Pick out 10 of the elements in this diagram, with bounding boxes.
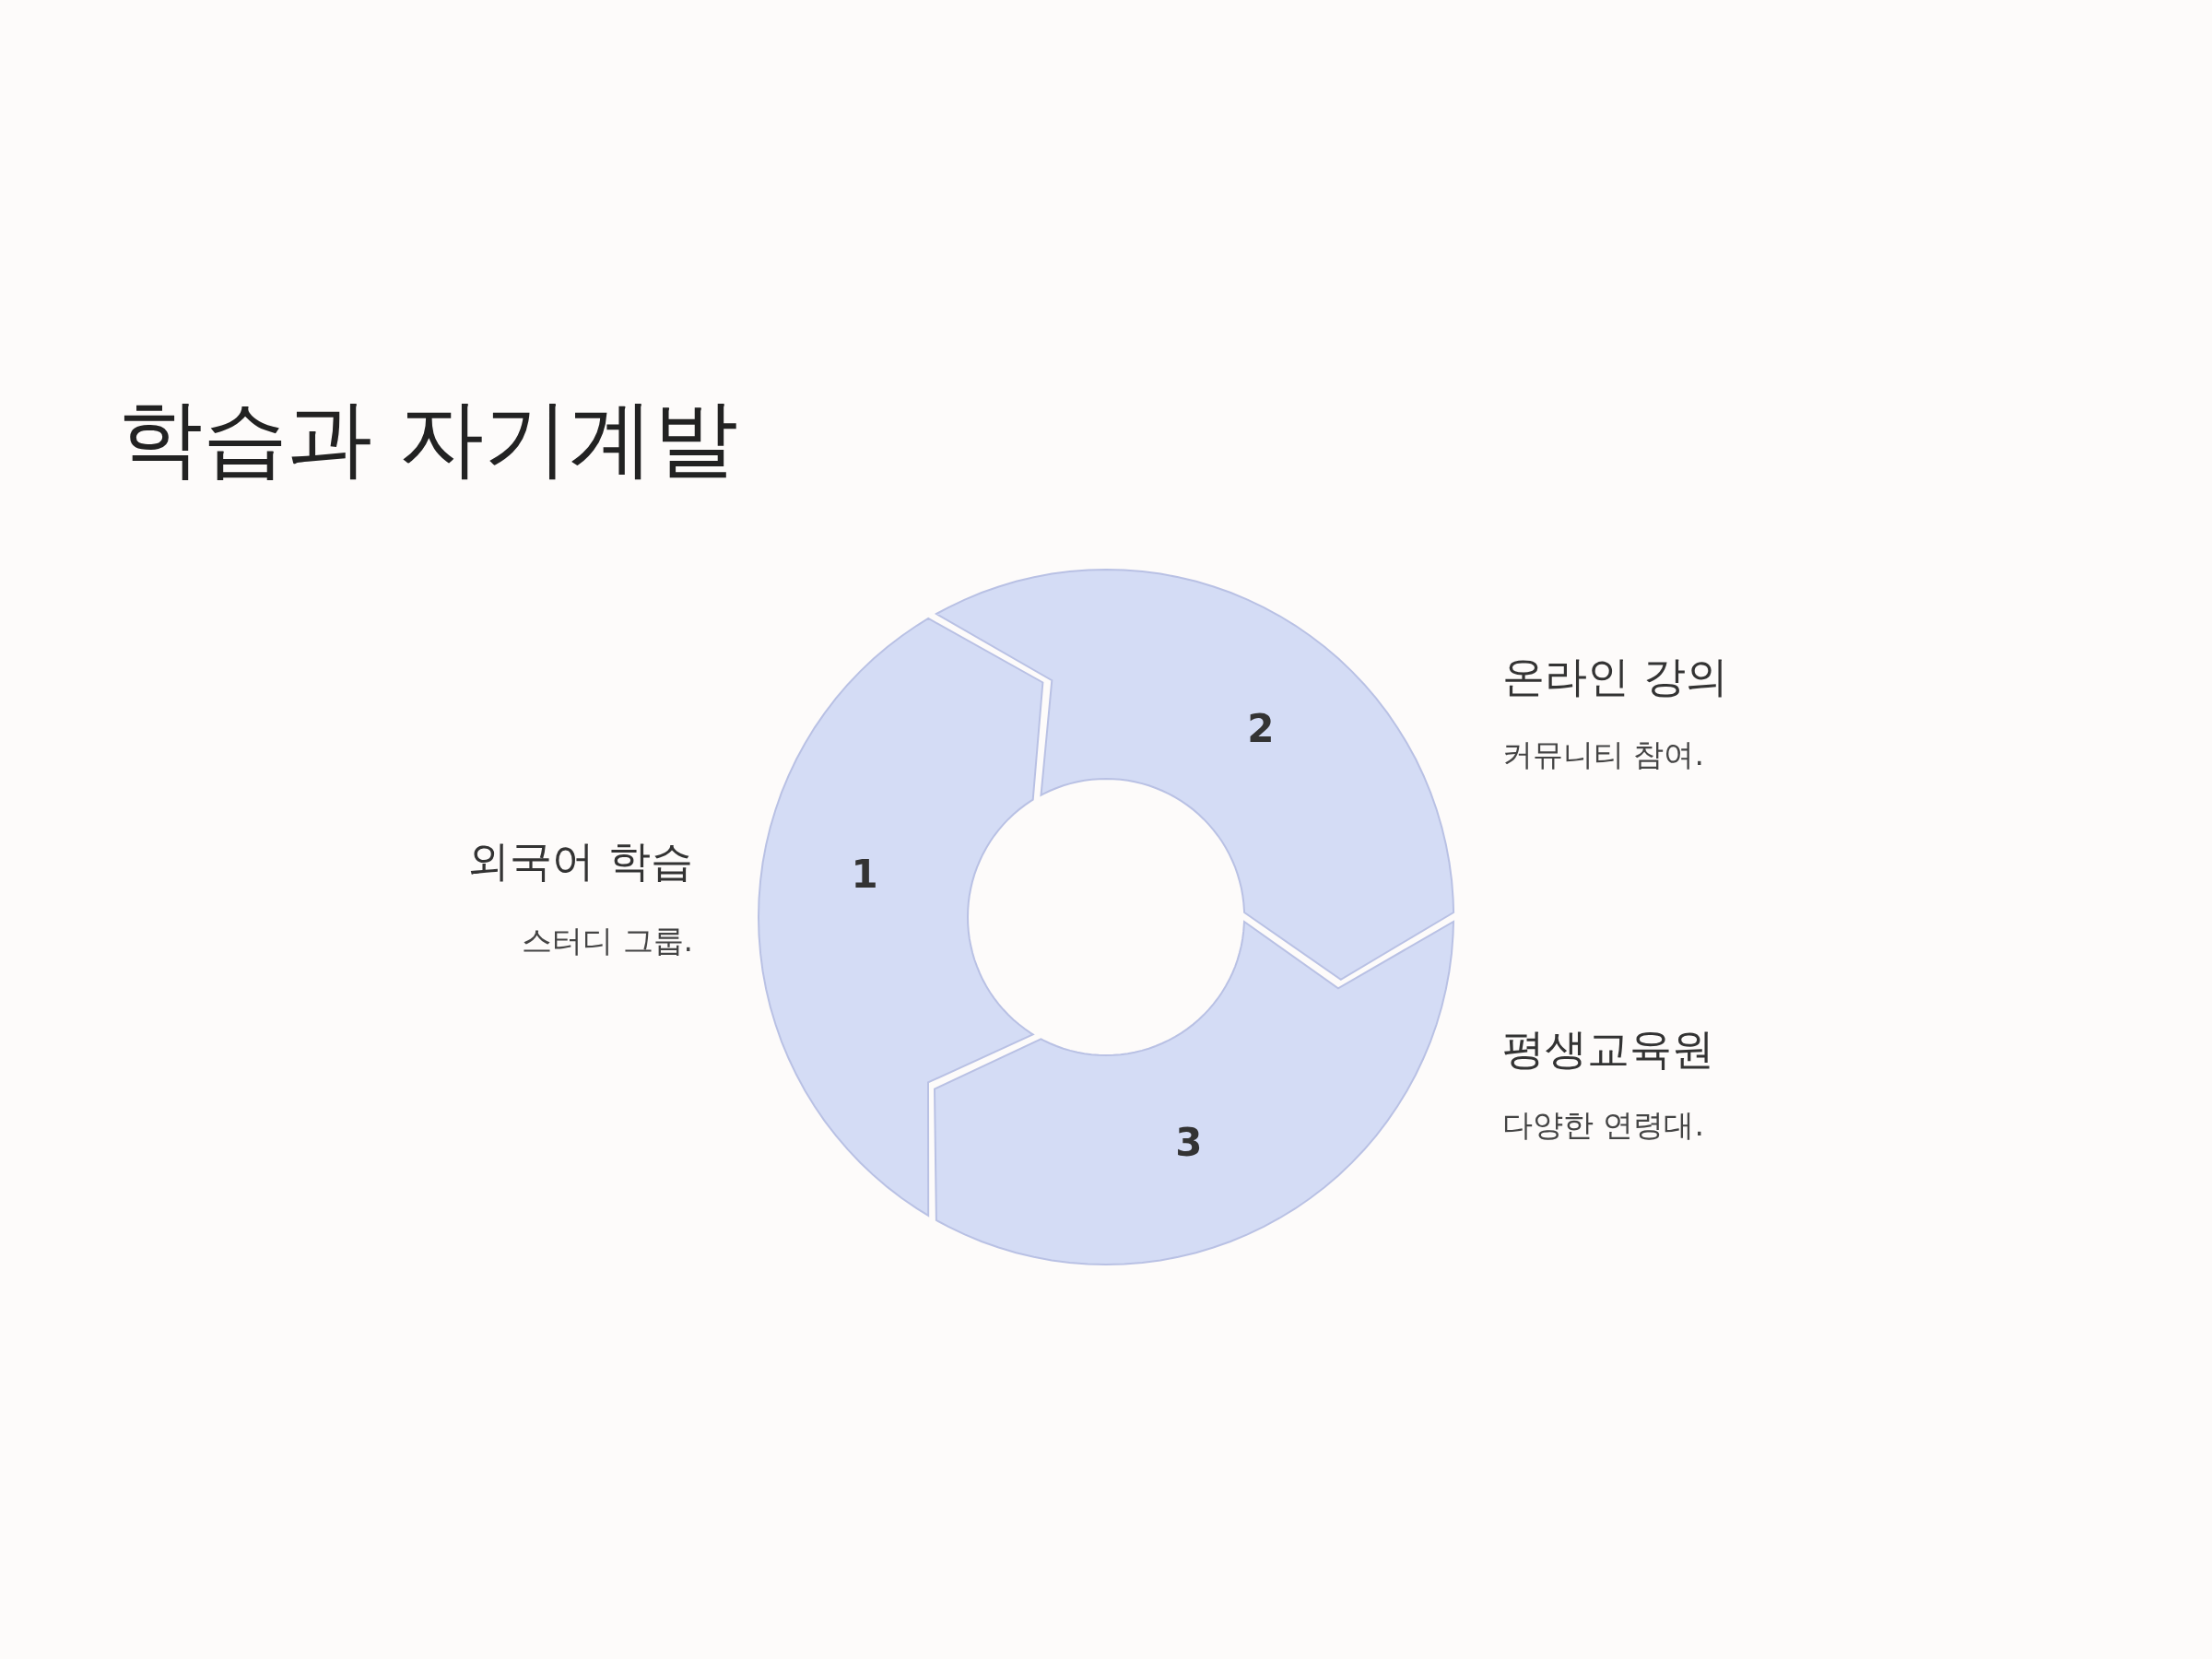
item-description: 스터디 그룹.: [522, 925, 693, 957]
title: 학습과 자기계발: [118, 392, 739, 486]
item-description: 다양한 연령대.: [1502, 1110, 1704, 1141]
item-description: 커뮤니티 참여.: [1502, 739, 1704, 771]
step-number: 1: [851, 855, 878, 894]
step-number: 3: [1175, 1124, 1203, 1162]
item-heading: 평생교육원: [1502, 1027, 1714, 1070]
item-heading: 온라인 강의: [1502, 654, 1728, 698]
step-number: 2: [1247, 710, 1275, 748]
item-heading: 외국어 학습: [467, 839, 693, 882]
